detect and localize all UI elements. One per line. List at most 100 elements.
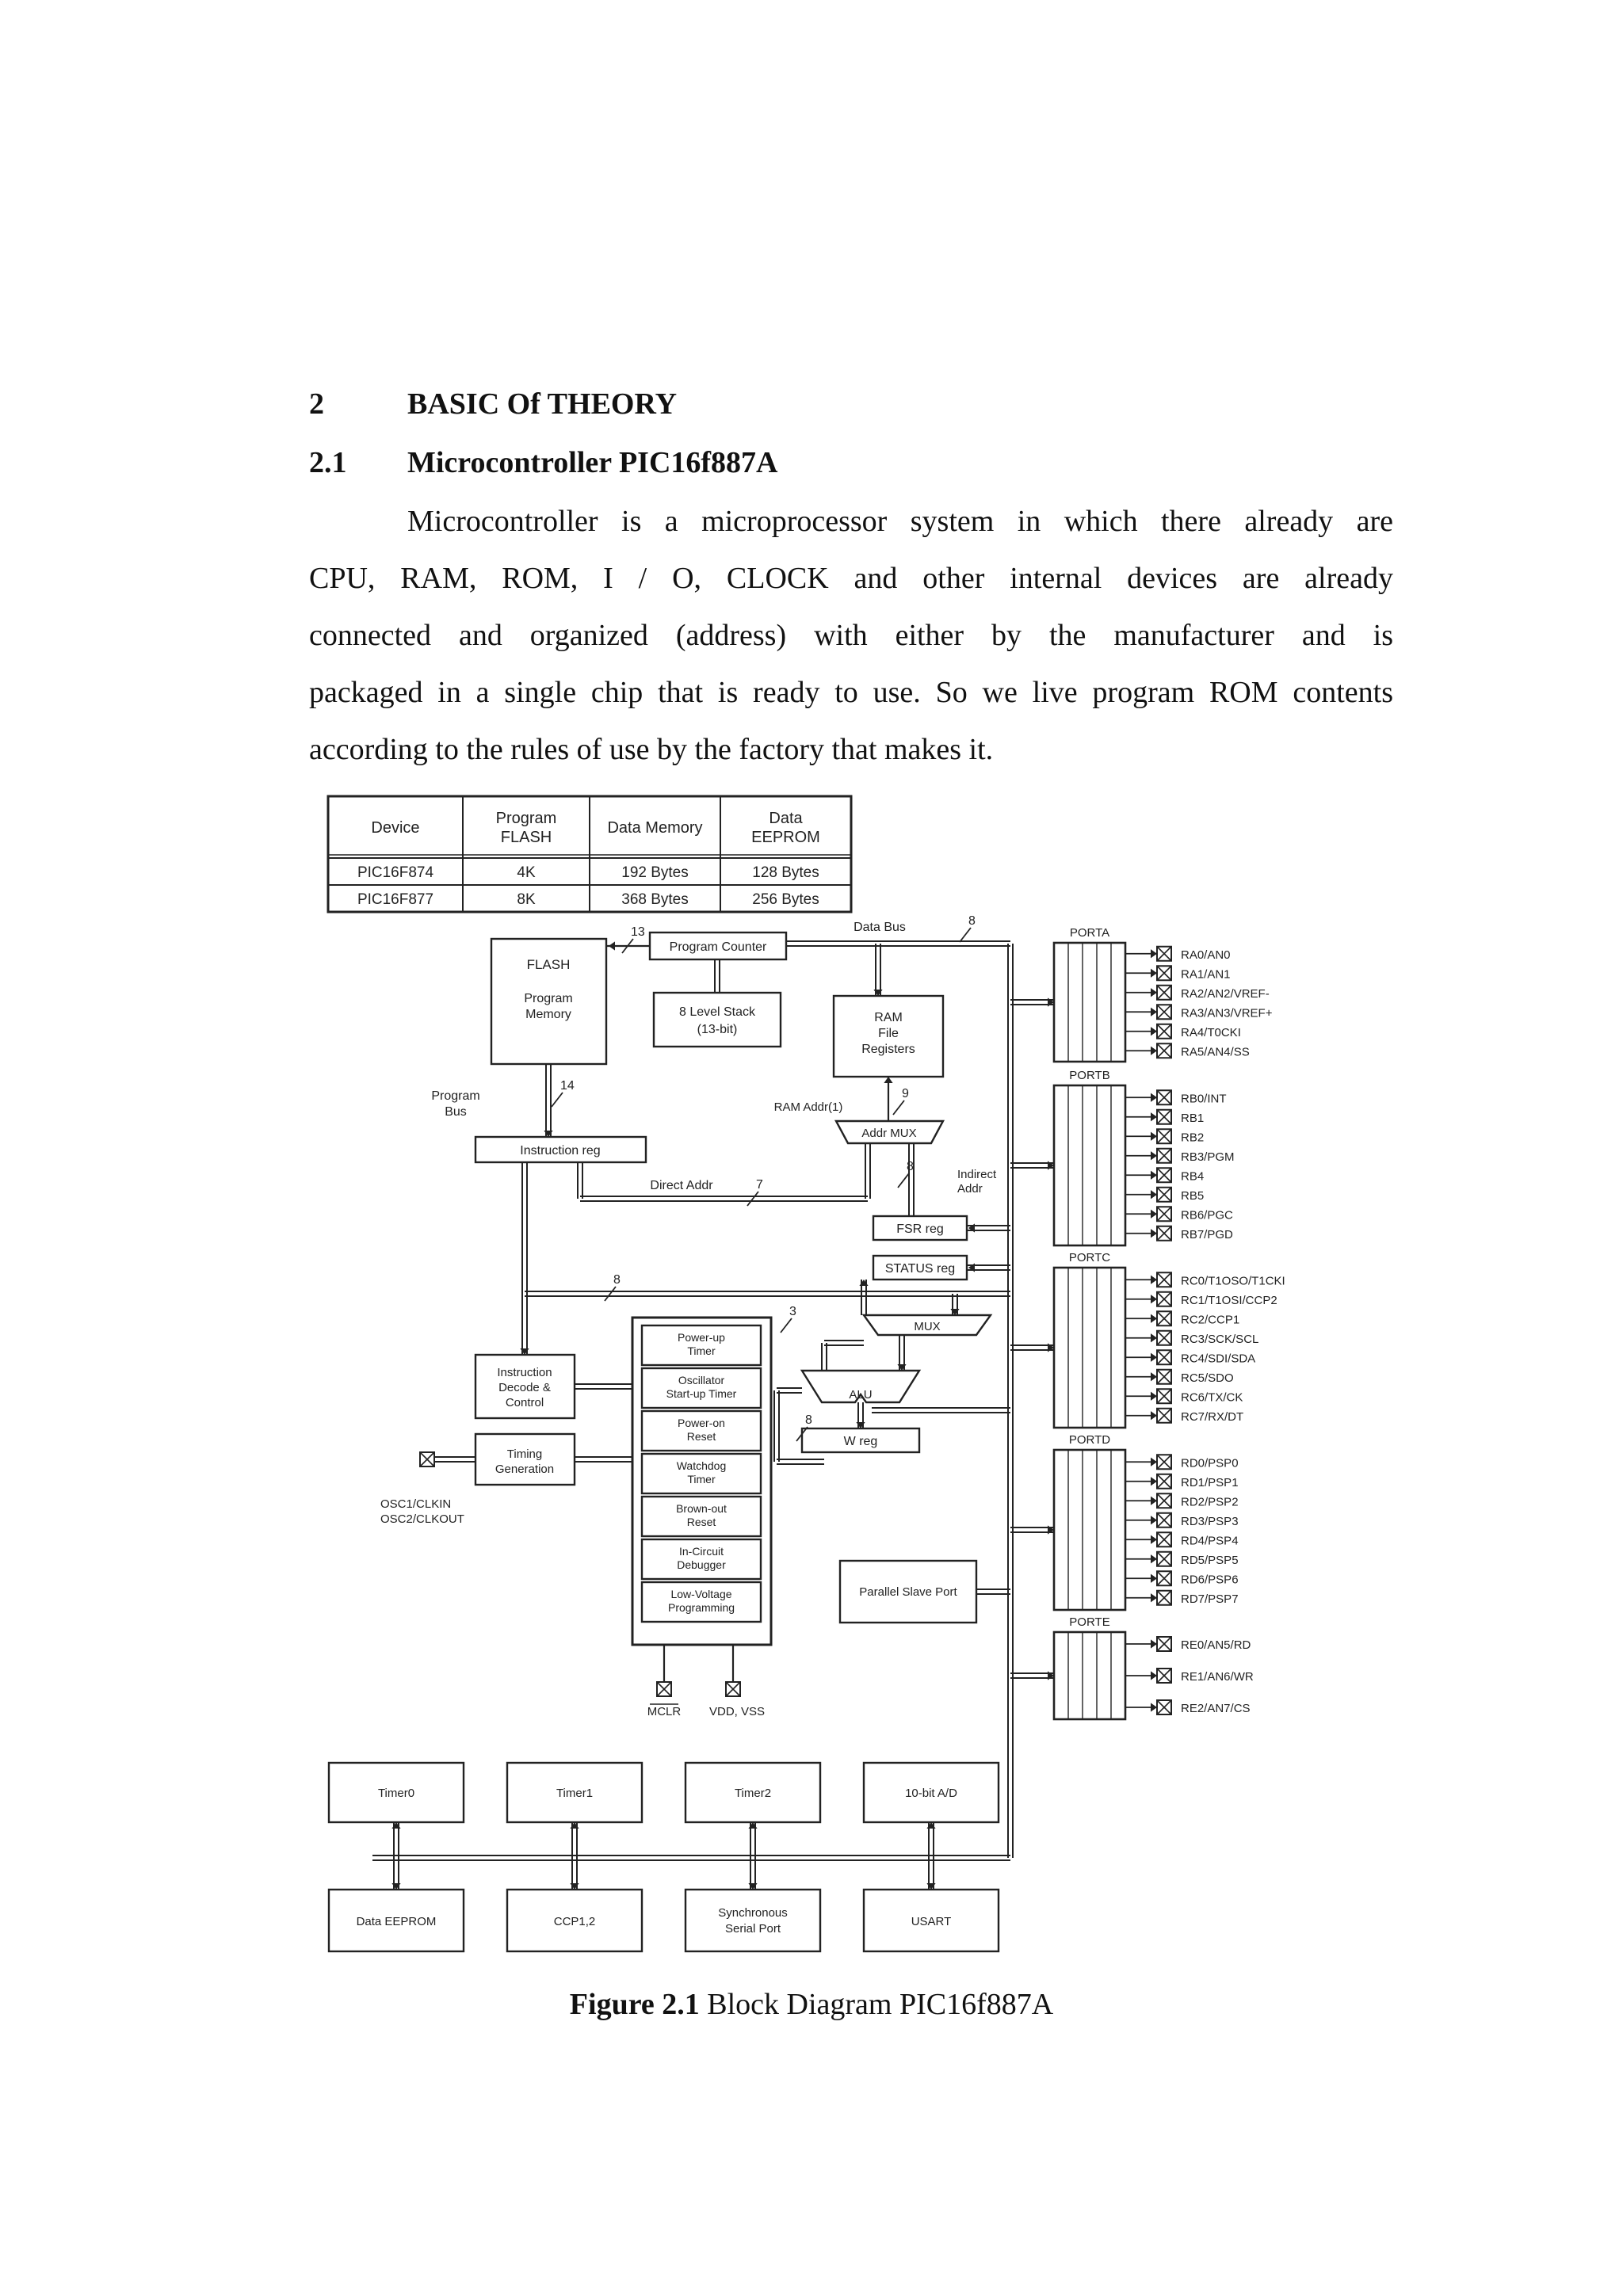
arrow-head [1151,1112,1157,1122]
arrow-head [926,1883,936,1890]
pin-cross [1156,1551,1172,1567]
direct-addr-bus [580,1196,868,1202]
port-bus [1010,1162,1054,1169]
arrow-head [1151,1639,1157,1649]
power-block-label: Programming [668,1601,735,1614]
osc-link [434,1456,475,1463]
psp-bus [976,1589,1010,1595]
subsection-number: 2.1 [309,446,347,479]
pin-label: RC1/T1OSI/CCP2 [1181,1294,1277,1307]
timing-power-link [575,1456,632,1463]
arrow-head [1151,1229,1157,1238]
pin-label: RB0/INT [1181,1092,1227,1105]
power-block-label: Start-up Timer [666,1387,737,1400]
stack-label: 8 Level Stack [679,1005,756,1019]
power-block-label: Low-Voltage [670,1588,731,1600]
pin-cross [1156,1187,1172,1203]
power-block-label: In-Circuit [679,1545,724,1558]
arrow-head [1151,1496,1157,1505]
osc-label: OSC2/CLKOUT [380,1512,464,1526]
vdd-vss-label: VDD, VSS [709,1705,765,1718]
alu-feedback [777,1387,802,1394]
pin-label: RB7/PGD [1181,1228,1233,1241]
arrow-head [1151,1703,1157,1712]
paragraph-line: Microcontroller is a microprocessor syst… [407,505,1393,538]
pin-cross [1156,1310,1172,1326]
direct-addr-bus [577,1162,583,1199]
table-cell: 192 Bytes [621,864,689,881]
decode-power-link [575,1383,632,1390]
arrow-head [1151,1314,1157,1323]
bus-width-tick [897,1173,910,1188]
bus-width-tick [747,1191,759,1207]
bus-width-tick [959,927,972,943]
arrow-head [968,1263,975,1272]
pin-icon [1156,1310,1172,1327]
pin-cross [1156,1570,1172,1586]
pin-label: RC2/CCP1 [1181,1313,1239,1326]
pin-icon [1156,1407,1172,1424]
arrow-head [1151,1573,1157,1583]
table-header: Data Memory [607,819,702,837]
arrow-head [570,1822,579,1829]
pin-icon [1156,1089,1172,1106]
pin-cross [1156,1512,1172,1528]
w-reg-label: W reg [844,1435,878,1448]
flash-label: Memory [525,1008,571,1021]
direct-addr-label: Direct Addr [650,1179,713,1192]
mux-block [861,1314,993,1337]
literal-bus [525,1291,1010,1297]
arrow-head [1151,1333,1157,1343]
pin-label: RA2/AN2/VREF- [1181,987,1270,1001]
pin-icon [1156,1550,1172,1567]
mclr-label: MCLR [647,1705,682,1718]
bus-width-tick [551,1092,563,1108]
arrow-head [1151,1170,1157,1180]
status-reg-label: STATUS reg [885,1262,955,1276]
bus-width-label: 7 [756,1178,763,1192]
arrow-head [1151,1027,1157,1036]
pin-label: RD7/PSP7 [1181,1592,1239,1606]
pin-cross [1156,1128,1172,1144]
pin-cross [1156,1474,1172,1489]
arrow-head [391,1883,401,1890]
power-block-label: Reset [687,1430,716,1443]
instruction-decode-label: Instruction [497,1366,552,1379]
pin-label: RD1/PSP1 [1181,1476,1239,1489]
pin-label: RD5/PSP5 [1181,1554,1239,1567]
pin-icon [1156,1531,1172,1548]
arrow-head [1151,968,1157,978]
alu-status-bus [821,1343,827,1371]
alu-block [800,1369,922,1404]
port-name: PORTC [1069,1251,1110,1264]
port-block [1052,941,1127,1063]
peripheral-label: Data EEPROM [357,1915,437,1928]
pin-cross [1156,1089,1172,1105]
data-bus [786,940,1010,947]
peripheral-label: CCP1,2 [554,1915,596,1928]
port-block [1052,1630,1127,1721]
pin-icon [1156,1570,1172,1587]
arrow-head [544,1131,553,1137]
pin-icon [1156,1473,1172,1489]
ram-label: Registers [861,1043,915,1056]
arrow-head [1151,1131,1157,1141]
arrow-head [1151,1372,1157,1382]
arrow-head [1151,1477,1157,1486]
bus-width-tick [621,938,634,954]
alu-feedback [773,1390,780,1462]
pin-cross [1156,985,1172,1001]
addr-mux-block [834,1119,945,1145]
pin-label: RC6/TX/CK [1181,1390,1243,1404]
stack-link [714,959,720,993]
arrow-head [1048,1161,1054,1170]
timing-generation-block [474,1432,576,1486]
timing-generation-label: Timing [507,1447,542,1461]
arrow-head [1151,1554,1157,1564]
instruction-decode-block [474,1353,576,1420]
peripheral-block [684,1888,822,1953]
arrow-head [1151,1516,1157,1525]
arrow-head [1048,1671,1054,1680]
program-bus-label: Bus [445,1105,467,1119]
